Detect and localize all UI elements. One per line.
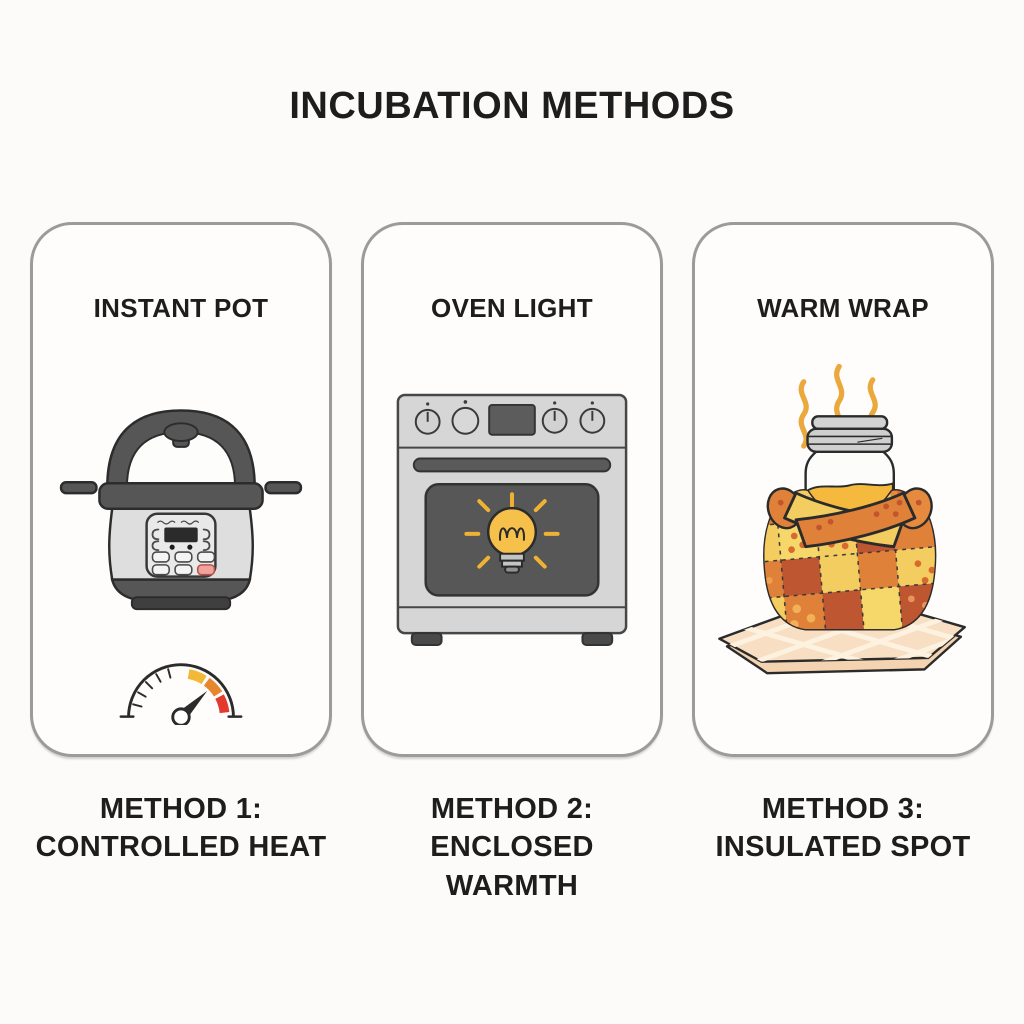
method-1-line-1: METHOD 1: <box>99 793 263 825</box>
gauge-color-band <box>187 669 230 714</box>
page-title: INCUBATION METHODS <box>289 85 735 127</box>
temperature-gauge-icon <box>119 663 243 725</box>
card-heading-warm-wrap: WARM WRAP <box>757 293 929 323</box>
card-heading-instant-pot: INSTANT POT <box>93 293 269 323</box>
gauge-ticks <box>132 668 172 708</box>
bulb-rays <box>464 492 560 569</box>
method-3-line-1: METHOD 3: <box>761 793 925 825</box>
oven-icon <box>396 393 628 646</box>
pot-brand-squiggle <box>156 520 200 525</box>
card-oven-light: OVEN LIGHT <box>361 222 663 757</box>
method-label-1: METHOD 1: CONTROLLED HEAT <box>30 790 332 905</box>
oven-knobs <box>414 400 606 435</box>
light-bulb-icon <box>464 492 560 574</box>
method-label-2: METHOD 2: ENCLOSED WARMTH <box>361 790 663 905</box>
oven-feet <box>410 632 614 646</box>
method-2-line-2: ENCLOSED WARMTH <box>430 831 594 902</box>
pot-lid-knob <box>163 422 199 442</box>
method-3-line-2: INSULATED SPOT <box>715 831 971 864</box>
card-warm-wrap: WARM WRAP <box>692 222 994 757</box>
method-1-line-2: CONTROLLED HEAT <box>35 831 327 864</box>
pot-side-buttons <box>151 528 211 551</box>
card-heading-oven-light: OVEN LIGHT <box>431 293 593 323</box>
cards-row: INSTANT POT <box>30 222 994 757</box>
methods-row: METHOD 1: CONTROLLED HEAT METHOD 2: ENCL… <box>30 790 994 905</box>
pot-lid-rim <box>98 482 264 511</box>
oven-door-handle <box>412 457 612 473</box>
pot-left-handle <box>59 481 98 495</box>
pot-display <box>164 527 198 543</box>
pot-red-button <box>196 564 216 576</box>
instant-pot-icon <box>59 409 303 611</box>
jar-wrap-illustration <box>718 363 966 675</box>
pot-button-grid <box>151 551 216 576</box>
method-label-3: METHOD 3: INSULATED SPOT <box>692 790 994 905</box>
bulb-filament <box>499 527 525 541</box>
method-2-line-1: METHOD 2: <box>430 793 594 825</box>
jar-lid <box>811 415 889 430</box>
card-instant-pot: INSTANT POT <box>30 222 332 757</box>
oven-display <box>488 403 536 436</box>
pot-right-handle <box>264 481 303 495</box>
